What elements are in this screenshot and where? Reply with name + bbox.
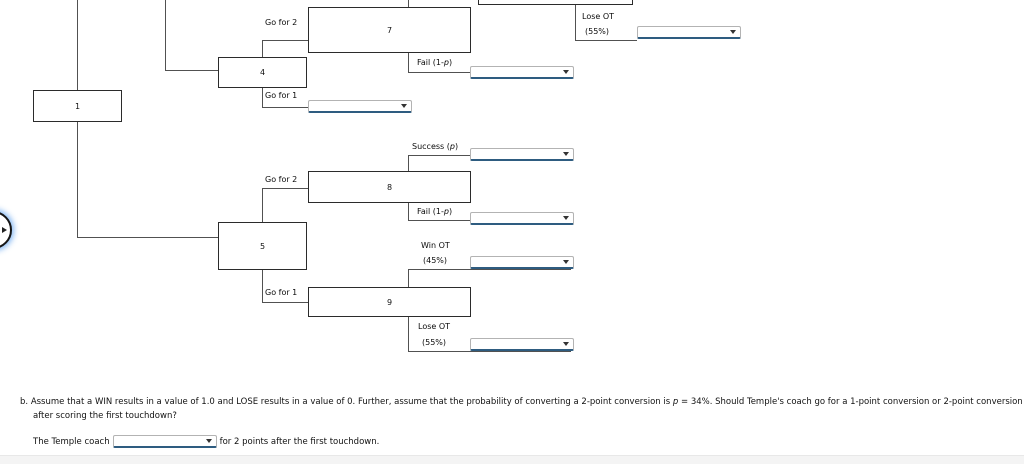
branch-line: [408, 269, 571, 270]
chevron-down-icon: [401, 104, 407, 108]
branch-line: [408, 317, 409, 351]
answer-suffix: for 2 points after the first touchdown.: [219, 437, 380, 447]
question-text: b. Assume that a WIN results in a value …: [20, 397, 1023, 421]
branch-line: [408, 351, 571, 352]
branch-line: [165, 70, 218, 71]
node-1-box: 1: [33, 90, 122, 122]
node-7-box: 7: [308, 7, 471, 53]
branch-label-win-ot-pct: (45%): [423, 256, 448, 265]
node-1-label: 1: [74, 101, 81, 111]
branch-label-fail-node8: Fail (1-p): [417, 207, 453, 216]
chevron-down-icon: [563, 216, 569, 220]
node-9-box: 9: [308, 287, 471, 317]
branch-label-go-for-2: Go for 2: [265, 175, 298, 184]
branch-line: [575, 40, 637, 41]
branch-line: [77, 122, 78, 237]
branch-line: [408, 0, 409, 7]
branch-line: [408, 155, 470, 156]
chevron-down-icon: [563, 342, 569, 346]
branch-line: [408, 269, 409, 287]
branch-line: [262, 88, 263, 107]
node-4-label: 4: [259, 68, 266, 77]
node-8-label: 8: [386, 182, 393, 192]
branch-label-win-ot: Win OT: [421, 241, 450, 250]
branch-label-lose-ot-node9-pct: (55%): [422, 338, 447, 347]
branch-line: [262, 40, 308, 41]
branch-label-lose-ot-top-pct: (55%): [585, 27, 610, 36]
question-label: b.: [20, 397, 29, 407]
branch-line: [262, 188, 263, 222]
fail-node7-select[interactable]: [470, 66, 574, 79]
node-9-label: 9: [386, 297, 393, 307]
footer-strip: [0, 455, 1024, 464]
branch-line: [262, 40, 263, 57]
branch-line: [408, 220, 470, 221]
branch-line: [262, 188, 308, 189]
branch-line: [575, 5, 576, 40]
branch-line: [262, 302, 308, 303]
success-node8-select[interactable]: [470, 148, 574, 161]
branch-label-go-for-1: Go for 1: [265, 288, 298, 297]
branch-line: [408, 155, 409, 171]
branch-label-lose-ot-top: Lose OT: [582, 12, 615, 21]
branch-label-go-for-2: Go for 2: [265, 18, 298, 27]
branch-line: [408, 72, 470, 73]
answer-prefix: The Temple coach: [33, 437, 110, 447]
lose-ot-node9-select[interactable]: [470, 338, 574, 351]
branch-label-go-for-1: Go for 1: [265, 91, 298, 100]
node-4-box: 4: [218, 57, 307, 88]
branch-label-fail-node7: Fail (1-p): [417, 58, 453, 67]
fail-node8-select[interactable]: [470, 212, 574, 225]
chevron-down-icon: [563, 152, 569, 156]
node-7-label: 7: [386, 25, 393, 35]
win-ot-node9-select[interactable]: [470, 256, 574, 269]
answer-line: The Temple coach for 2 points after the f…: [33, 434, 933, 450]
branch-line: [262, 107, 308, 108]
branch-label-lose-ot-node9: Lose OT: [418, 322, 451, 331]
chevron-down-icon: [205, 439, 212, 443]
chevron-down-icon: [730, 30, 736, 34]
side-panel-toggle-button[interactable]: [0, 211, 12, 249]
branch-line: [165, 0, 166, 70]
branch-label-success-node8: Success (p): [412, 142, 459, 151]
branch-line: [408, 53, 409, 72]
branch-line: [77, 0, 78, 90]
branch-line: [408, 203, 409, 220]
node-5-label: 5: [259, 241, 266, 251]
arrow-right-icon: [2, 227, 7, 233]
chevron-down-icon: [563, 70, 569, 74]
branch-line: [77, 237, 218, 238]
temple-coach-select[interactable]: [112, 435, 217, 448]
lose-ot-top-select[interactable]: [637, 26, 741, 39]
node-5-box: 5: [218, 222, 307, 270]
branch-line: [262, 270, 263, 302]
chevron-down-icon: [563, 260, 569, 264]
node-8-box: 8: [308, 171, 471, 203]
node-cutoff-top-box: [478, 0, 633, 5]
go-for-1-node4-select[interactable]: [308, 100, 412, 113]
